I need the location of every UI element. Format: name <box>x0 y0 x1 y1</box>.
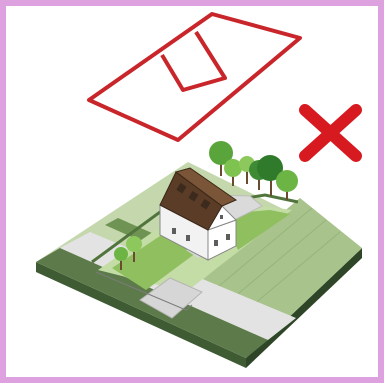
tree <box>114 247 128 261</box>
cross-icon <box>305 110 356 156</box>
tree <box>126 236 142 252</box>
parcel-outer-boundary <box>89 14 300 140</box>
parcel-outline <box>89 14 300 140</box>
tree <box>224 159 242 177</box>
tree <box>276 170 298 192</box>
